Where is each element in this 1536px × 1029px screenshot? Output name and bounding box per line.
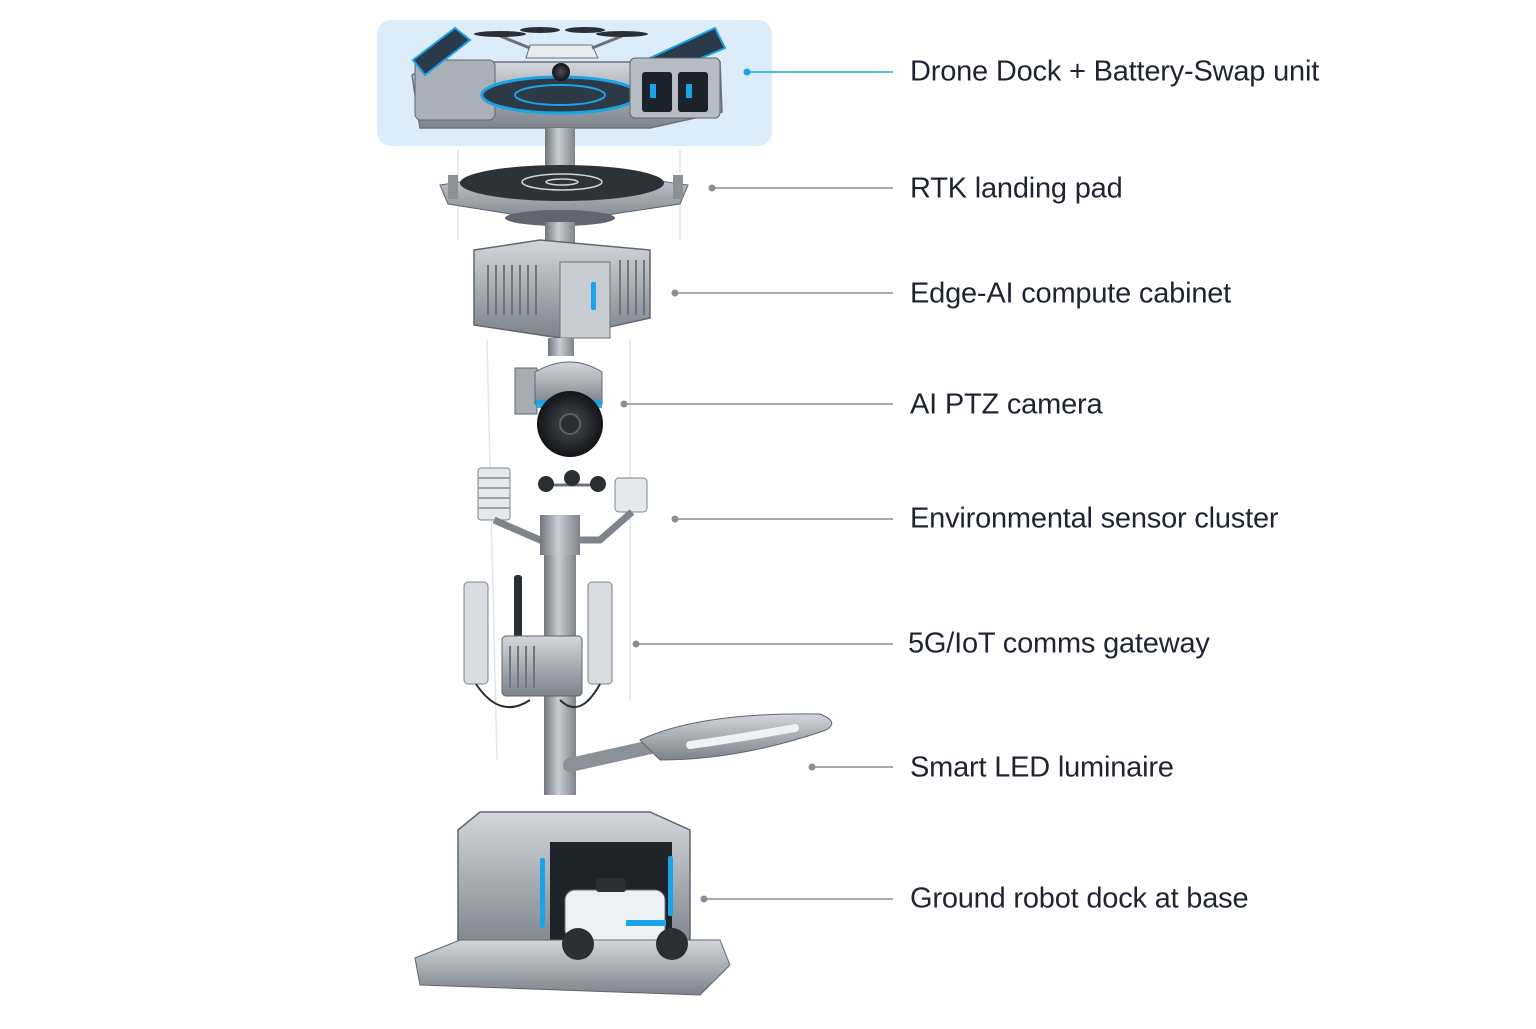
rtk-landing-pad-part: [439, 165, 689, 248]
drone: [474, 27, 648, 81]
drone-dock-unit: [377, 20, 772, 172]
ground-robot: [562, 878, 688, 960]
callout-ai-ptz-camera: AI PTZ camera: [910, 388, 1103, 421]
edge-ai-cabinet-part: [473, 239, 651, 356]
environmental-sensor-cluster-part: [477, 467, 648, 555]
comms-gateway-part: [463, 555, 613, 795]
ground-robot-dock-part: [414, 811, 731, 996]
callout-smart-led-luminaire: Smart LED luminaire: [910, 751, 1174, 784]
smart-led-luminaire-part: [563, 713, 833, 772]
callout-comms-gateway: 5G/IoT comms gateway: [908, 627, 1210, 660]
callout-rtk-landing-pad: RTK landing pad: [910, 172, 1123, 205]
ai-ptz-camera-part: [514, 361, 603, 457]
callout-edge-ai-cabinet: Edge-AI compute cabinet: [910, 277, 1232, 310]
callout-environmental-sensor-cluster: Environmental sensor cluster: [910, 502, 1279, 535]
callout-ground-robot-dock: Ground robot dock at base: [910, 882, 1249, 915]
leader-lines: [620, 68, 893, 903]
callout-drone-dock: Drone Dock + Battery-Swap unit: [910, 55, 1320, 88]
